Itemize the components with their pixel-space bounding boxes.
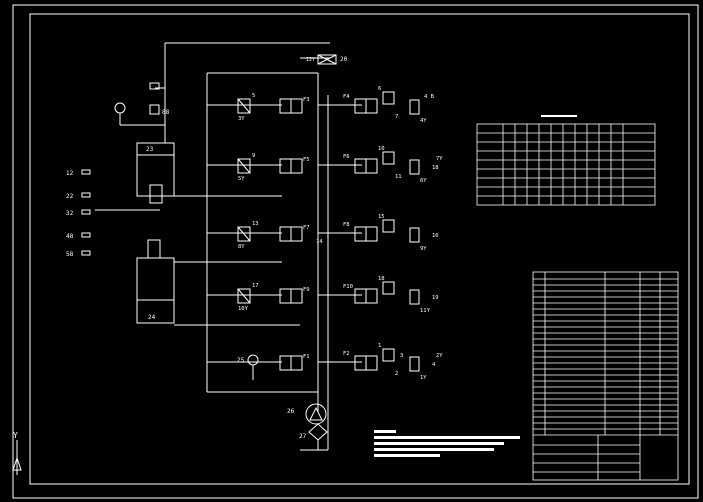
valve-b-label: F2 <box>343 351 350 357</box>
relief-label: 1 <box>378 343 381 349</box>
drawing-frame <box>12 4 699 499</box>
piping <box>95 42 362 451</box>
valve-row <box>237 281 420 305</box>
solenoid-label: 5Y <box>238 176 245 182</box>
end-label: 19 <box>432 295 439 301</box>
pump-motor <box>305 403 328 450</box>
lower-cylinder <box>136 257 175 324</box>
coil-label: 1Y <box>420 375 427 381</box>
valve-a-label: F5 <box>303 157 310 163</box>
side-tag-box <box>81 192 91 198</box>
filter-symbol <box>149 82 160 115</box>
valve-b-label: F10 <box>343 284 353 290</box>
check-valve <box>237 226 251 242</box>
tee-label: 14 <box>316 239 323 245</box>
check-valve <box>237 98 251 114</box>
end-label: 18 <box>432 165 439 171</box>
valve-row <box>237 91 420 115</box>
lower-cylinder-label: 24 <box>148 314 156 321</box>
relief-b-label: 11 <box>395 174 402 180</box>
lower-gauge <box>247 354 259 366</box>
coil-code-label: 4 B <box>424 94 435 100</box>
pump-motor-label: 26 <box>287 408 295 415</box>
cylinders <box>136 142 175 324</box>
relief-valve <box>382 151 395 165</box>
top-valve <box>317 54 337 65</box>
side-tag-label: 32 <box>66 210 74 217</box>
coil-valve <box>409 99 420 115</box>
valve-a-label: F3 <box>303 97 310 103</box>
side-tag-label: 22 <box>66 193 74 200</box>
top-valve-label: 20 <box>340 56 348 63</box>
pressure-gauges <box>114 102 259 380</box>
valve-b-label: F4 <box>343 94 350 100</box>
coil2-label: 7Y <box>436 156 443 162</box>
solenoid-label: 3Y <box>238 116 245 122</box>
solenoid-label: 10Y <box>238 306 249 312</box>
coil-label: 11Y <box>420 308 431 314</box>
solenoid-label: 8Y <box>238 244 245 250</box>
relief-b-label: 2 <box>395 371 398 377</box>
axis-indicator <box>12 440 22 475</box>
coil-label: 4Y <box>420 118 427 124</box>
relief-valve <box>382 219 395 233</box>
lower-gauge-label: 25 <box>237 357 245 364</box>
coil-label: 6Y <box>420 178 427 184</box>
pump-filter-label: 27 <box>299 433 307 440</box>
valve-row <box>237 151 420 175</box>
relief-label: 6 <box>378 86 381 92</box>
side-tag-box <box>81 209 91 215</box>
axis-y-label: Y <box>13 431 18 440</box>
notes-block <box>374 430 520 457</box>
filter-label: 88 <box>162 109 170 116</box>
side-tag-box <box>81 169 91 175</box>
relief-valve <box>382 281 395 295</box>
relief-b-label: 7 <box>395 114 398 120</box>
side-tag-box <box>81 250 91 256</box>
top-valve-coil: 12Y <box>306 57 315 63</box>
valve-b-label: F6 <box>343 154 350 160</box>
valve-a-label: F7 <box>303 225 310 231</box>
valve-a-label: F1 <box>303 354 310 360</box>
end-label: 4 <box>432 362 436 368</box>
check-valve-label: 5 <box>252 93 255 99</box>
side-tag-label: 48 <box>66 233 74 240</box>
side-tag-label: 12 <box>66 170 74 177</box>
parts-list <box>532 271 679 481</box>
side-tag-label: 58 <box>66 251 74 258</box>
valve-row <box>279 348 420 372</box>
relief-valve <box>382 348 395 362</box>
coil-valve <box>409 159 420 175</box>
relief-c-label: 3 <box>400 353 403 359</box>
upper-cylinder <box>136 142 175 197</box>
coil2-label: 2Y <box>436 353 443 359</box>
end-label: 16 <box>432 233 439 239</box>
relief-valve <box>382 91 395 105</box>
coil-valve <box>409 227 420 243</box>
valve-row <box>237 219 420 243</box>
action-table <box>476 115 656 206</box>
check-valve-label: 13 <box>252 221 259 227</box>
coil-label: 9Y <box>420 246 427 252</box>
relief-label: 15 <box>378 214 385 220</box>
relief-label: 18 <box>378 276 385 282</box>
coil-valve <box>409 289 420 305</box>
valve-b-label: F8 <box>343 222 350 228</box>
upper-gauge <box>114 102 126 114</box>
coil-valve <box>409 356 420 372</box>
valve-a-label: F9 <box>303 287 310 293</box>
side-tag-box <box>81 232 91 238</box>
side-tags: 12 22 32 48 58 <box>66 169 91 258</box>
check-valve <box>237 288 251 304</box>
upper-cylinder-label: 23 <box>146 146 154 153</box>
check-valve-label: 17 <box>252 283 259 289</box>
check-valve <box>237 158 251 174</box>
relief-label: 10 <box>378 146 385 152</box>
check-valve-label: 9 <box>252 153 255 159</box>
